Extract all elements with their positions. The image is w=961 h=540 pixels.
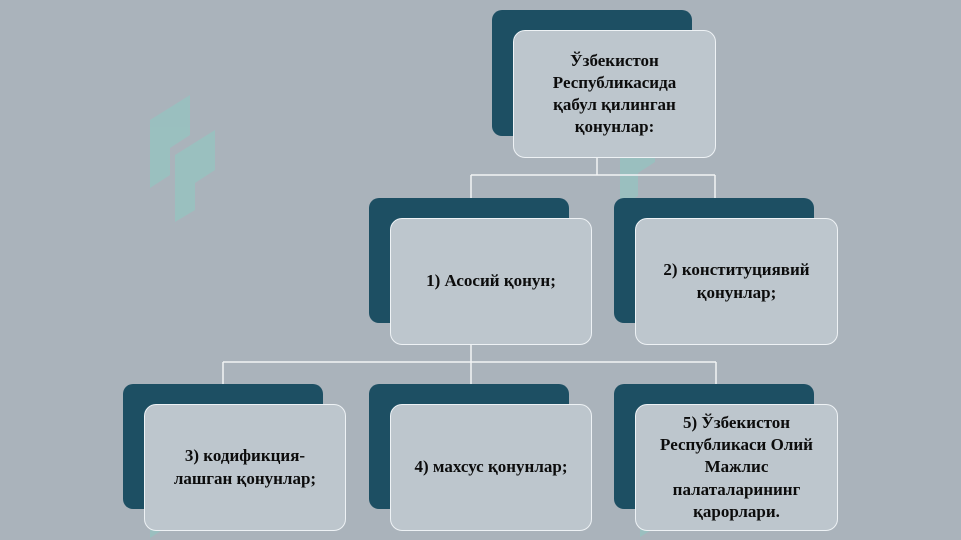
node-2-label: 2) конституциявий қонунлар; bbox=[663, 260, 810, 302]
node-1: 1) Асосий қонун; bbox=[390, 218, 592, 345]
node-5-label: 5) Ўзбекистон Республикаси Олий Мажлис п… bbox=[660, 413, 813, 521]
node-5: 5) Ўзбекистон Республикаси Олий Мажлис п… bbox=[635, 404, 838, 531]
root-node-label: Ўзбекистон Республикасида қабул қилинган… bbox=[552, 50, 677, 137]
node-4: 4) махсус қонунлар; bbox=[390, 404, 592, 531]
node-3: 3) кодификция- лашган қонунлар; bbox=[144, 404, 346, 531]
root-node: Ўзбекистон Республикасида қабул қилинган… bbox=[513, 30, 716, 158]
node-1-label: 1) Асосий қонун; bbox=[426, 271, 556, 291]
node-4-label: 4) махсус қонунлар; bbox=[414, 457, 568, 477]
node-3-label: 3) кодификция- лашган қонунлар; bbox=[173, 446, 317, 488]
node-2: 2) конституциявий қонунлар; bbox=[635, 218, 838, 345]
